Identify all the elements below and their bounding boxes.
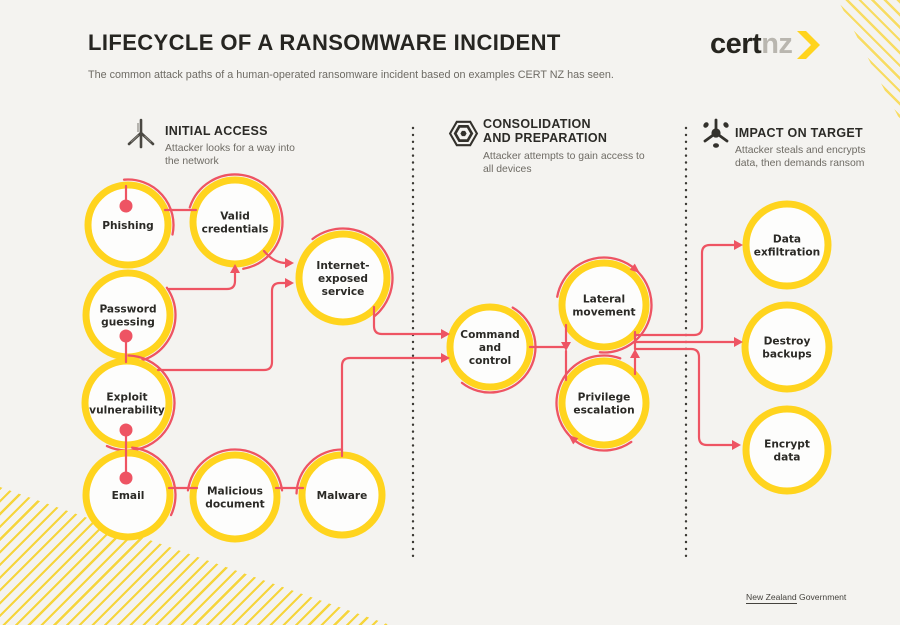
connector-dot [119, 423, 133, 437]
node-lateral-movement [556, 256, 653, 354]
node-phishing [84, 178, 175, 269]
arrowhead [230, 264, 240, 273]
node-circle [742, 405, 832, 495]
node-email [82, 446, 177, 541]
node-label-email: Email [112, 490, 145, 502]
connector-path [262, 249, 288, 265]
node-circle [82, 269, 174, 361]
node-internet-exposed-service [295, 227, 394, 326]
section-label-consolidation: CONSOLIDATION AND PREPARATION [483, 117, 608, 145]
nz-government-logo-underlined: New Zealand [746, 592, 797, 604]
caltrop-icon [127, 118, 155, 149]
connector-password-guessing-dot-link [119, 329, 133, 364]
section-label-initial-access: INITIAL ACCESS [165, 124, 268, 138]
node-label-malware: Malware [317, 490, 368, 502]
node-arc [460, 306, 537, 394]
arrowhead [732, 440, 741, 450]
node-destroy-backups [741, 301, 833, 393]
node-arc [555, 354, 633, 452]
certnz-logo-nz-text: nz [761, 28, 793, 60]
arrowhead [734, 240, 743, 250]
node-arc [311, 227, 394, 318]
arrowhead [441, 329, 450, 339]
section-desc-consolidation: Attacker attempts to gain access to all … [483, 151, 645, 175]
burst-icon [703, 118, 729, 148]
node-label-phishing: Phishing [102, 220, 154, 232]
section-desc-impact: Attacker steals and encrypts data, then … [735, 145, 866, 169]
hex-nut-icon [448, 120, 479, 147]
connector-exploit-email-dot-link [119, 423, 133, 485]
connector-junction-to-data-exfiltration [634, 240, 743, 337]
arc-arrowhead [568, 434, 579, 445]
chevron-icon [797, 30, 821, 59]
nz-government-logo-rest: Government [796, 592, 847, 602]
connector-junction-to-destroy-backups [634, 337, 743, 347]
connector-junction-to-encrypt-data [634, 347, 741, 450]
connector-password-guessing-to-valid-credentials [167, 264, 240, 291]
connector-dot [119, 329, 133, 343]
connector-exploit-to-internet-exposed [156, 278, 294, 372]
node-encrypt-data [742, 405, 832, 495]
connector-malware-to-command-and-control [340, 353, 450, 458]
node-data-exfiltration [742, 200, 832, 290]
section-label-impact: IMPACT ON TARGET [735, 126, 863, 140]
connector-phishing-dot-link [119, 184, 133, 213]
arrowhead [285, 278, 294, 288]
connector-path [167, 270, 237, 291]
node-circle [82, 449, 174, 541]
page-subtitle: The common attack paths of a human-opera… [88, 69, 614, 81]
connector-path [634, 243, 737, 337]
nz-government-logo: New Zealand Government [746, 592, 847, 604]
node-arc [295, 448, 344, 495]
section-desc-initial-access: Attacker looks for a way into the networ… [165, 143, 295, 167]
node-malicious-document [186, 448, 284, 543]
node-circle [558, 357, 650, 449]
arrowhead [285, 258, 294, 268]
certnz-logo-cert-text: cert [710, 28, 762, 60]
connector-path [156, 281, 288, 372]
connector-dot [119, 199, 133, 213]
page-title: LIFECYCLE OF A RANSOMWARE INCIDENT [88, 30, 561, 55]
node-circle [558, 259, 650, 351]
connector-path [634, 347, 735, 447]
connector-internet-exposed-to-command-and-control [372, 305, 450, 339]
arc-arrowhead [629, 263, 640, 274]
connector-path [340, 356, 444, 458]
connector-dot [119, 471, 133, 485]
arrowhead [441, 353, 450, 363]
arrowhead [734, 337, 743, 347]
arrowhead [630, 349, 640, 358]
node-circle [741, 301, 833, 393]
node-circle [189, 451, 281, 543]
connector-privilege-to-lateral-right-a [630, 349, 640, 376]
node-arc [122, 178, 175, 236]
connector-valid-credentials-to-internet-exposed [262, 249, 294, 268]
node-arc [130, 446, 177, 517]
node-arc [556, 256, 653, 354]
node-circle [295, 230, 391, 326]
node-circle [742, 200, 832, 290]
node-circle [84, 181, 172, 269]
connector-lateral-to-privilege-left-a [561, 323, 571, 351]
connector-path [372, 305, 444, 336]
arrowhead [561, 342, 571, 351]
node-privilege-escalation [555, 354, 650, 452]
node-arc [186, 448, 284, 492]
